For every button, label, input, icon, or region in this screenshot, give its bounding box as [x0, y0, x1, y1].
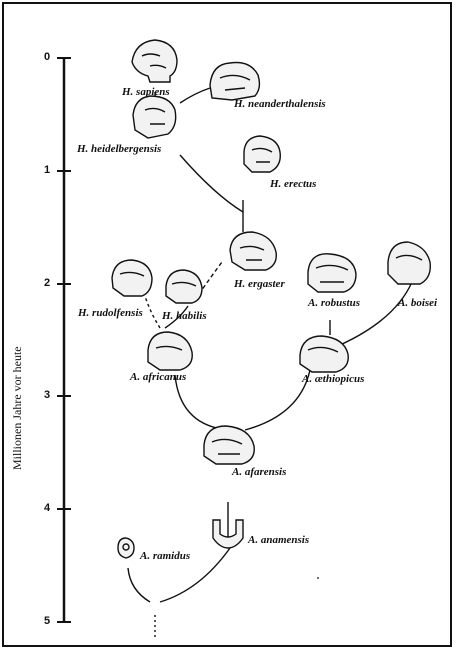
tick-label-3: 3 — [44, 389, 50, 401]
label-h-ergaster: H. ergaster — [234, 278, 285, 290]
label-a-ramidus: A. ramidus — [140, 550, 190, 562]
branch-africanus-rudolfensis — [145, 296, 160, 328]
skull-h-erectus — [244, 136, 280, 172]
skull-a-robustus — [308, 254, 356, 292]
skull-h-rudolfensis — [112, 260, 152, 296]
skulls — [112, 40, 430, 558]
tick-label-1: 1 — [44, 164, 50, 176]
branch-ergaster-heidelbergensis — [180, 155, 243, 212]
label-h-erectus: H. erectus — [270, 178, 316, 190]
tick-label-0: 0 — [44, 51, 50, 63]
branch-afarensis-africanus — [175, 375, 228, 430]
label-a-anamensis: A. anamensis — [248, 534, 309, 546]
label-h-heidelbergensis: H. heidelbergensis — [77, 143, 161, 155]
skull-h-heidelbergensis — [133, 96, 176, 138]
skull-a-ramidus — [118, 538, 134, 558]
skull-a-afarensis — [204, 426, 254, 464]
skull-a-boisei — [388, 242, 430, 284]
stray-mark — [317, 577, 319, 579]
label-a-robustus: A. robustus — [308, 297, 360, 309]
skull-a-aethiopicus — [300, 336, 348, 372]
label-h-neanderthalensis: H. neanderthalensis — [234, 98, 326, 110]
y-axis-label: Millionen Jahre vor heute — [10, 346, 25, 470]
tick-label-5: 5 — [44, 615, 50, 627]
skull-a-africanus — [148, 332, 192, 370]
skull-h-neanderthalensis — [210, 63, 259, 101]
label-h-sapiens: H. sapiens — [122, 86, 170, 98]
branch-heidelbergensis-neanderthalensis — [180, 88, 210, 103]
skull-h-ergaster — [230, 232, 276, 270]
skull-h-habilis — [166, 270, 202, 303]
branch-afarensis-aethiopicus — [245, 370, 310, 430]
label-h-rudolfensis: H. rudolfensis — [78, 307, 143, 319]
label-h-habilis: H. habilis — [162, 310, 207, 322]
branch-aethiopicus-boisei — [340, 282, 412, 345]
branch-root-left — [128, 568, 150, 602]
label-a-boisei: A. boisei — [398, 297, 437, 309]
label-a-aethiopicus: A. æthiopicus — [302, 373, 364, 385]
skull-h-sapiens — [132, 40, 177, 82]
label-a-africanus: A. africanus — [130, 371, 186, 383]
label-a-afarensis: A. afarensis — [232, 466, 286, 478]
tick-label-2: 2 — [44, 277, 50, 289]
tick-label-4: 4 — [44, 502, 50, 514]
